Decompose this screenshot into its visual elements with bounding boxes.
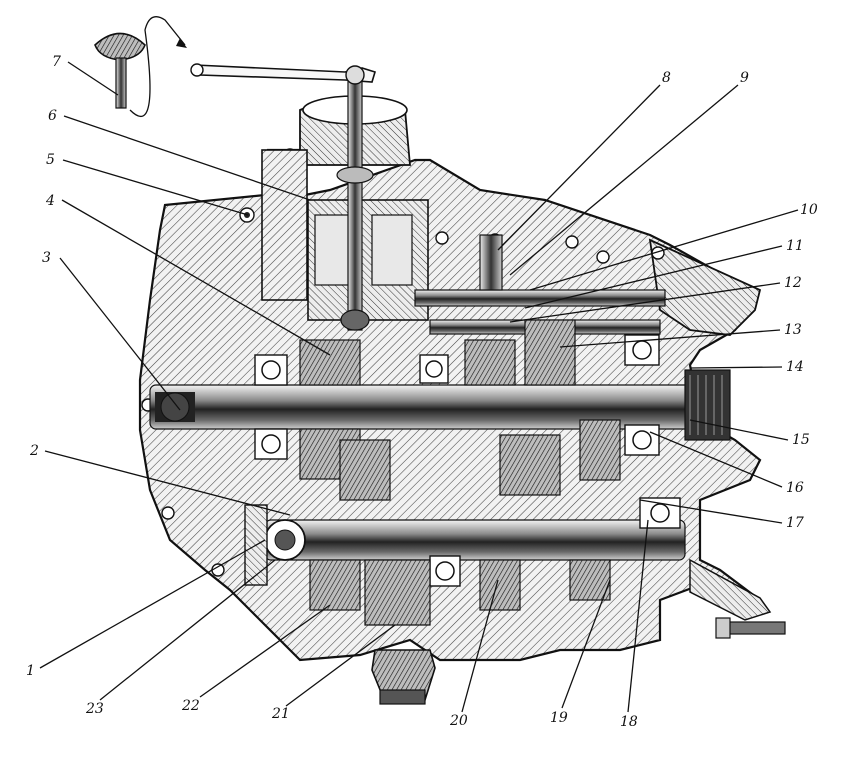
label-6: 6 (48, 108, 57, 124)
label-8: 8 (662, 70, 671, 86)
label-3: 3 (42, 250, 51, 266)
label-17: 17 (786, 515, 804, 531)
label-9: 9 (740, 70, 749, 86)
label-23: 23 (85, 701, 104, 717)
label-14: 14 (786, 359, 804, 375)
label-16: 16 (786, 480, 804, 496)
label-22: 22 (181, 698, 200, 714)
label-12: 12 (784, 275, 802, 291)
label-20: 20 (449, 713, 468, 729)
main-shaft (149, 319, 731, 481)
callout-labels: 1 2 3 4 5 6 7 8 9 10 11 12 13 14 15 16 1… (26, 54, 818, 730)
leader-lines (39, 61, 799, 713)
label-18: 18 (620, 714, 638, 730)
label-19: 19 (550, 710, 568, 726)
label-5: 5 (46, 152, 55, 168)
label-7: 7 (52, 54, 61, 70)
label-10: 10 (800, 202, 818, 218)
label-4: 4 (45, 193, 55, 209)
label-1: 1 (26, 663, 35, 679)
label-15: 15 (792, 432, 810, 448)
shift-tower (190, 63, 666, 335)
label-11: 11 (786, 238, 804, 254)
label-13: 13 (784, 322, 802, 338)
shift-knob-detail (94, 16, 187, 117)
label-2: 2 (29, 443, 39, 459)
label-21: 21 (271, 706, 290, 722)
